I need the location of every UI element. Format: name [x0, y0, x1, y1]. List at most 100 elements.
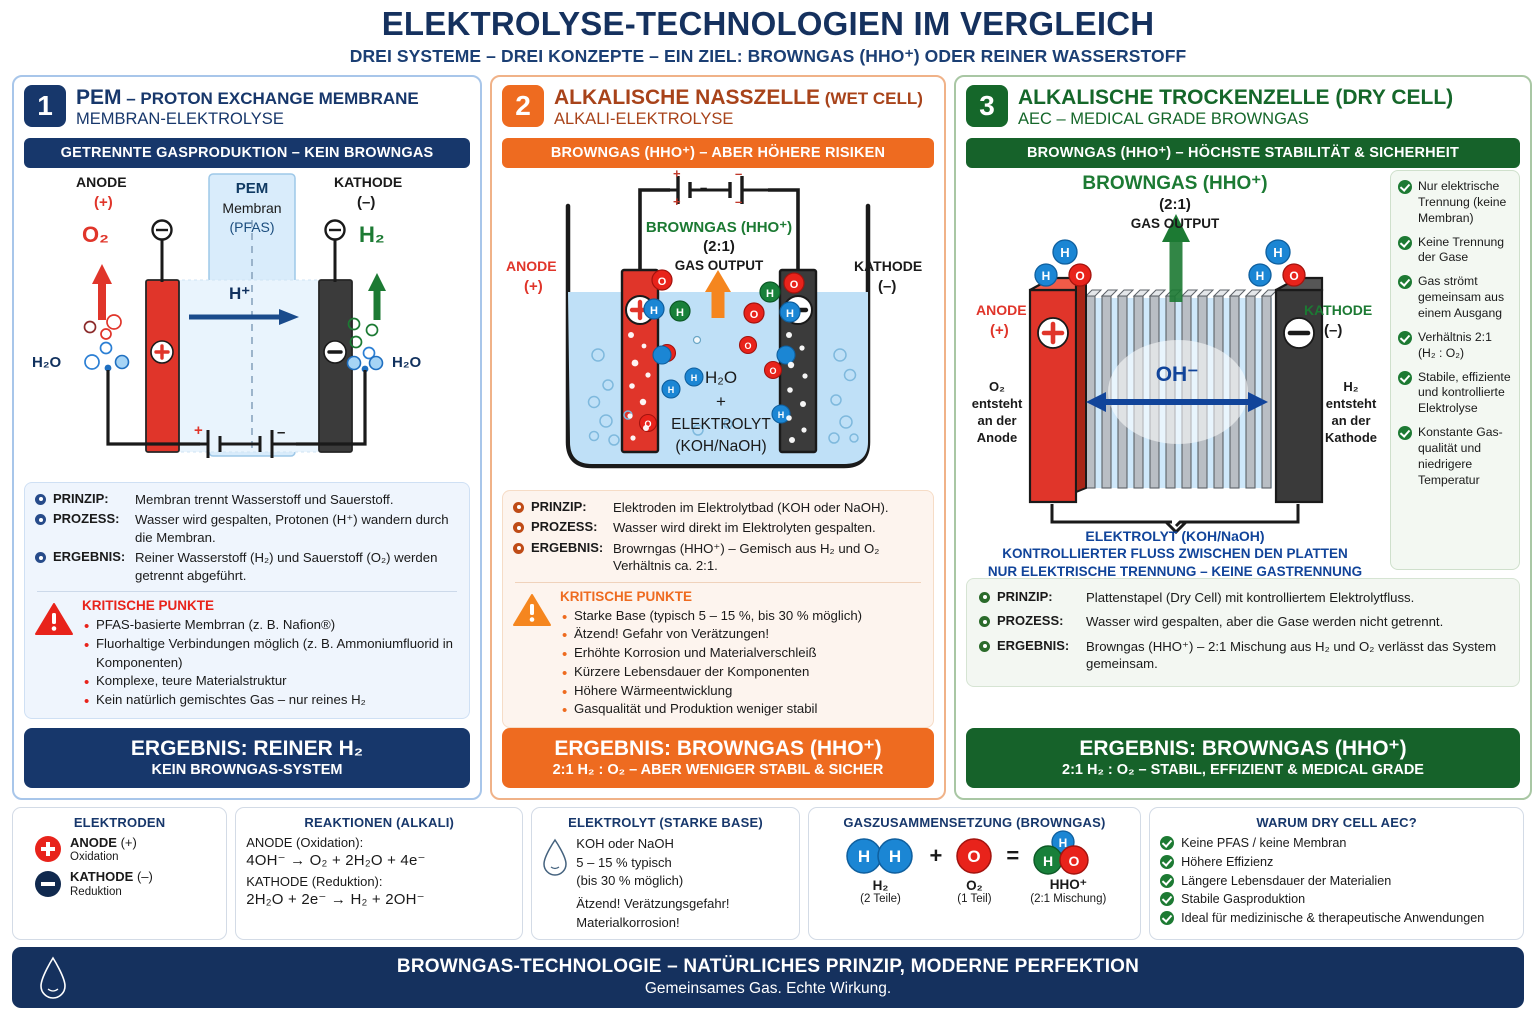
gas-hho-caption: HHO⁺: [1049, 877, 1087, 893]
electrolyte-line: Ätzend! Verätzungsgefahr!: [576, 896, 730, 912]
panel-drycell-subtitle: AEC – MEDICAL GRADE BROWNGAS: [1018, 110, 1309, 129]
drycell-caption-2: KONTROLLIERTER FLUSS ZWISCHEN DEN PLATTE…: [1002, 545, 1348, 561]
pem-critical-list: PFAS-basierte Membrran (z. B. Nafion®) F…: [82, 616, 459, 712]
why-item: Stabile Gasproduktion: [1160, 891, 1513, 908]
panel-pem: 1 PEM – PROTON EXCHANGE MEMBRANE MEMBRAN…: [12, 74, 482, 801]
drycell-gasoutput-label: GAS OUTPUT: [1130, 215, 1220, 231]
reaction-anode-equation: 4OH⁻ → O₂ + 2H₂O + 4e⁻: [246, 852, 426, 870]
svg-text:O: O: [790, 279, 799, 291]
list-item: Höhere Wärmeentwicklung: [560, 682, 923, 703]
drycell-row-label: PRINZIP:: [997, 588, 1053, 604]
svg-text:H: H: [668, 385, 675, 395]
check-circle-icon: [1398, 426, 1412, 441]
panel-pem-banner: GETRENNTE GASPRODUKTION – KEIN BROWNGAS: [24, 137, 470, 168]
benefit-text: Stabile, effiziente und kontrollierte El…: [1418, 369, 1511, 416]
list-item: Erhöhte Korrosion und Materialverschleiß: [560, 644, 923, 665]
benefit-item: Verhältnis 2:1 (H₂ : O₂): [1398, 330, 1512, 362]
gas-o2-caption: O₂: [966, 877, 983, 893]
drycell-result-main: ERGEBNIS: BROWNGAS (HHO⁺): [1079, 737, 1407, 761]
drycell-browngas-label: BROWNGAS (HHO⁺): [1082, 172, 1268, 194]
check-circle-icon: [1160, 854, 1175, 869]
pem-kathode-sign: (–): [357, 193, 376, 211]
electrolyte-line: (bis 30 % möglich): [576, 873, 684, 889]
drycell-kathode-label: KATHODE: [1304, 301, 1373, 318]
benefit-item: Gas strömt gemeinsam aus einem Ausgang: [1398, 274, 1512, 322]
card-electrolyte-title: ELEKTROLYT (STARKE BASE): [568, 815, 763, 831]
card-gas-title: GASZUSAMMENSETZUNG (BROWNGAS): [843, 815, 1106, 831]
list-item: PFAS-basierte Membrran (z. B. Nafion®): [82, 616, 459, 637]
wetcell-battery-minus: –: [735, 193, 743, 209]
bullet-dot-icon: [35, 493, 46, 505]
reaction-anode-head: ANODE: [246, 835, 293, 851]
drycell-left-note: O₂ entsteht an der Anode: [971, 378, 1023, 446]
electrolyte-line: 5 – 15 % typisch: [576, 854, 672, 870]
bottom-strip: ELEKTRODEN ANODE (+) Oxidation KATHODE (…: [0, 807, 1536, 941]
electrode-kathode-name: KATHODE (–): [70, 869, 153, 885]
drycell-info-box: PRINZIP:Plattenstapel (Dry Cell) mit kon…: [966, 577, 1520, 687]
drycell-info-row: PROZESS: Wasser wird gespalten, aber die …: [979, 613, 1507, 630]
electrode-anode-name: ANODE (+): [70, 835, 137, 851]
benefit-text: Verhältnis 2:1 (H₂ : O₂): [1418, 329, 1492, 360]
pem-hplus-label: H⁺: [229, 283, 251, 303]
why-item: Keine PFAS / keine Membran: [1160, 835, 1513, 852]
gas-equals-operator: =: [1006, 843, 1020, 869]
warning-triangle-icon: [35, 602, 73, 636]
pem-info-row: ERGEBNIS:Reiner Wasserstoff (H₂) und Sau…: [35, 549, 459, 584]
check-circle-icon: [1398, 235, 1412, 250]
drycell-anode-sign: (+): [990, 321, 1009, 339]
wetcell-kathode-label: KATHODE: [854, 257, 923, 274]
pem-kathode-label: KATHODE: [334, 173, 403, 190]
hho-molecule-icon: H H O: [1033, 830, 1089, 875]
drycell-info-row: PRINZIP:Plattenstapel (Dry Cell) mit kon…: [979, 589, 1507, 606]
wetcell-battery-minus: –: [700, 179, 708, 195]
footer-line-1: BROWNGAS-TECHNOLOGIE – NATÜRLICHES PRINZ…: [396, 956, 1140, 978]
gas-equation-row: H H H₂ (2 Teile) + O O₂ (1 Teil) =: [819, 830, 1130, 905]
bullet-dot-icon: [513, 542, 524, 554]
card-electrolyte: ELEKTROLYT (STARKE BASE) KOH oder NaOH 5…: [531, 807, 800, 941]
drycell-benefits-box: Nur elektrische Trennung (keine Membran)…: [1390, 169, 1520, 570]
gas-plus-operator: +: [929, 843, 943, 869]
drycell-row-text: Wasser wird gespalten, aber die Gase wer…: [1086, 614, 1444, 630]
electrode-row-anode: ANODE (+) Oxidation: [23, 835, 216, 863]
wetcell-bath-plus: +: [716, 391, 726, 411]
pem-info-row: PROZESS:Wasser wird gespalten, Protonen …: [35, 511, 459, 546]
pem-water-right: H₂O: [392, 353, 422, 371]
pem-critical-title: KRITISCHE PUNKTE: [82, 598, 215, 614]
bullet-dot-icon: [979, 591, 990, 603]
drycell-row-label: PROZESS:: [997, 613, 1064, 629]
reaction-kathode: KATHODE (Reduktion): 2H₂O + 2e⁻ → H₂ + 2…: [246, 874, 512, 908]
panel-wetcell-header: 2 ALKALISCHE NASSZELLE (WET CELL) ALKALI…: [502, 84, 934, 130]
svg-text:O: O: [658, 276, 667, 288]
svg-text:H: H: [676, 307, 684, 319]
divider: [37, 591, 457, 593]
wetcell-info-row: ERGEBNIS:Browrngas (HHO⁺) – Gemisch aus …: [513, 540, 923, 575]
wetcell-bath-h2o: H₂O: [704, 367, 738, 387]
benefit-text: Keine Trennung der Gase: [1418, 234, 1505, 265]
wetcell-row-text: Browrngas (HHO⁺) – Gemisch aus H₂ und O₂…: [613, 540, 880, 574]
svg-text:O: O: [769, 366, 776, 376]
wetcell-row-text: Elektroden im Elektrolytbad (KOH oder Na…: [613, 499, 889, 515]
wetcell-result-banner: ERGEBNIS: BROWNGAS (HHO⁺) 2:1 H₂ : O₂ – …: [502, 728, 934, 789]
svg-text:H: H: [650, 305, 658, 317]
wetcell-diagram: H H O O H O H O O O O H H: [502, 166, 934, 482]
check-circle-icon: [1160, 836, 1175, 851]
pem-anode-sign: (+): [94, 193, 113, 211]
gas-h2-caption: H₂: [872, 877, 889, 893]
bullet-dot-icon: [35, 552, 46, 564]
svg-text:H: H: [1043, 853, 1053, 869]
pem-diagram: ANODE (+) O₂ KATHODE (–) H₂ PEM Membran …: [24, 172, 470, 474]
pem-result-main: ERGEBNIS: REINER H₂: [130, 737, 364, 761]
footer-line-2: Gemeinsames Gas. Echte Wirkung.: [644, 980, 892, 998]
pem-result-sub: KEIN BROWNGAS-SYSTEM: [151, 762, 343, 779]
drycell-result-banner: ERGEBNIS: BROWNGAS (HHO⁺) 2:1 H₂ : O₂ – …: [966, 728, 1520, 789]
electrode-anode-sub: Oxidation: [70, 851, 119, 864]
wetcell-row-label: PRINZIP:: [531, 498, 587, 514]
why-item: Längere Lebensdauer der Materialien: [1160, 873, 1513, 890]
pem-row-label: PROZESS:: [53, 511, 120, 527]
benefit-item: Nur elektrische Trennung (keine Membran): [1398, 179, 1512, 227]
card-why-title: WARUM DRY CELL AEC?: [1256, 815, 1417, 831]
page-subtitle: DREI SYSTEME – DREI KONZEPTE – EIN ZIEL:…: [349, 45, 1187, 66]
pem-info-row: PRINZIP:Membran trennt Wasserstoff und S…: [35, 491, 459, 508]
gas-h2-parts: (2 Teile): [860, 892, 901, 905]
wetcell-result-main: ERGEBNIS: BROWNGAS (HHO⁺): [554, 737, 882, 761]
